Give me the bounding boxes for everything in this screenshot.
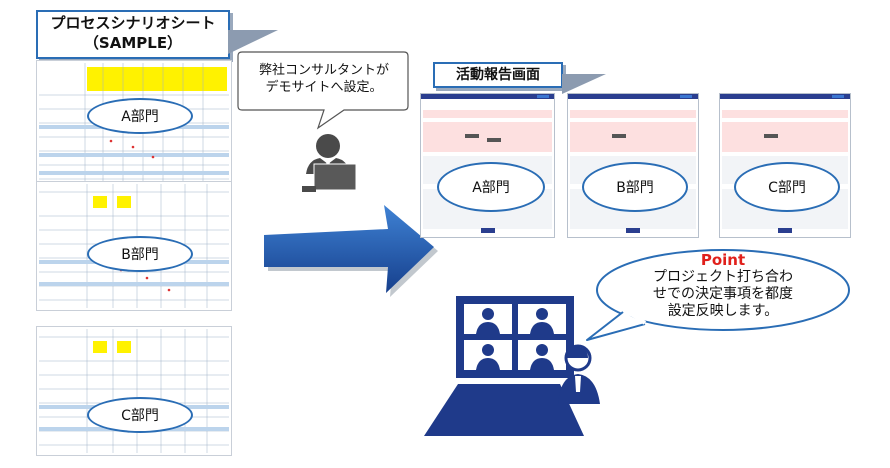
screen-department-label-b: B部門 (582, 162, 688, 212)
scenario-sheet-a: A部門 (36, 60, 232, 190)
consultant-at-laptop-icon (302, 134, 357, 192)
consultant-bubble-line2: デモサイトへ設定。 (265, 80, 383, 95)
activity-screen-b: B部門 (567, 93, 699, 238)
activity-screen-a: A部門 (420, 93, 555, 238)
consultant-speech-bubble (237, 51, 409, 130)
scenario-sheet-title: プロセスシナリオシート （SAMPLE） (36, 10, 230, 59)
point-line2: せでの決定事項を都度 (653, 286, 793, 302)
department-label-c: C部門 (87, 397, 193, 433)
department-label-b: B部門 (87, 236, 193, 272)
title-pointer-icon (228, 30, 278, 54)
screen-title-text: 活動報告画面 (456, 67, 540, 83)
scenario-title-line1: プロセスシナリオシート (50, 14, 216, 32)
consultant-bubble-line1: 弊社コンサルタントが (258, 63, 389, 78)
consultant-bubble-text: 弊社コンサルタントが デモサイトへ設定。 (238, 62, 410, 96)
point-speech-bubble (586, 249, 850, 341)
scenario-title-line2: （SAMPLE） (83, 34, 183, 52)
activity-report-screen-title: 活動報告画面 (433, 62, 563, 88)
point-heading: Point (700, 251, 746, 269)
department-label-a: A部門 (87, 98, 193, 134)
right-arrow-icon (264, 205, 438, 297)
point-line1: プロジェクト打ち合わ (653, 269, 793, 285)
point-line3: 設定反映します。 (667, 303, 779, 319)
scenario-sheet-c: C部門 (36, 326, 232, 456)
video-meeting-icon (424, 296, 600, 436)
scenario-sheet-b: B部門 (36, 181, 232, 311)
screen-title-pointer-icon (562, 74, 606, 94)
sheet-grid-c (39, 329, 229, 453)
screen-department-label-a: A部門 (437, 162, 545, 212)
screen-department-label-c: C部門 (734, 162, 840, 212)
activity-screen-c: C部門 (719, 93, 851, 238)
point-bubble-text: Point プロジェクト打ち合わ せでの決定事項を都度 設定反映します。 (620, 252, 826, 320)
